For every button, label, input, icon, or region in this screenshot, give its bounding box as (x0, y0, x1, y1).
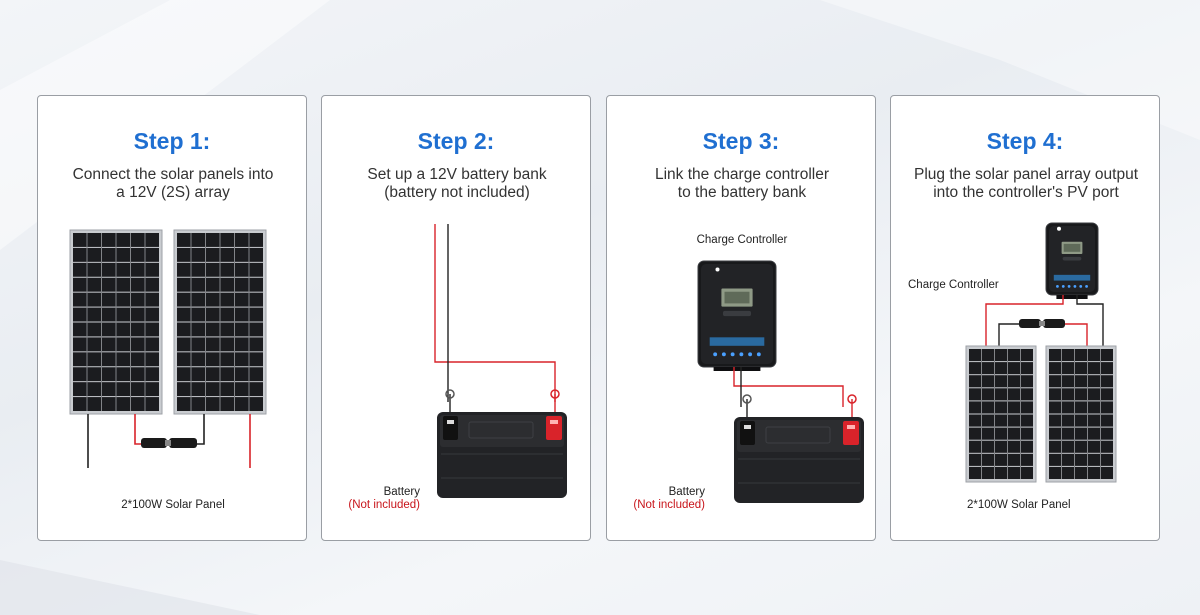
step-2-battery-label: Battery (383, 486, 420, 498)
mc4-connector-icon (1019, 319, 1065, 328)
solar-panel-right-icon (1045, 345, 1117, 483)
step-1-panel-label: 2*100W Solar Panel (121, 499, 225, 511)
step-4-controller-label: Charge Controller (908, 279, 999, 291)
step-2-illustration (434, 224, 567, 498)
step-1-illustration (69, 229, 267, 468)
step-4-illustration (965, 222, 1117, 483)
solar-panel-left-icon (965, 345, 1037, 483)
step-4-description: Plug the solar panel array output into t… (913, 166, 1139, 201)
step-2-card: Step 2: Set up a 12V battery bank (batte… (321, 95, 591, 541)
solar-panel-left-icon (69, 229, 163, 415)
step-3-illustration (697, 260, 864, 503)
controller-battery-wiring (733, 367, 844, 407)
battery-icon (734, 394, 864, 503)
battery-wiring (434, 224, 556, 402)
step-3-card: Step 3: Link the charge controller to th… (606, 95, 876, 541)
charge-controller-icon (1045, 222, 1099, 299)
solar-panel-right-icon (173, 229, 267, 415)
step-3-battery-label: Battery (668, 486, 705, 498)
step-3-title: Step 3: (702, 128, 780, 154)
charge-controller-icon (697, 260, 777, 371)
step-1-description: Connect the solar panels into a 12V (2S)… (72, 166, 274, 201)
step-3-controller-label: Charge Controller (696, 234, 788, 246)
step-1-title: Step 1: (133, 128, 211, 154)
step-2-description: Set up a 12V battery bank (battery not i… (367, 166, 547, 201)
step-2-title: Step 2: (417, 128, 495, 154)
step-4-panel-label: 2*100W Solar Panel (967, 499, 1071, 511)
step-4-title: Step 4: (986, 128, 1064, 154)
step-3-battery-note: (Not included) (633, 499, 705, 511)
step-2-battery-note: (Not included) (348, 499, 420, 511)
mc4-connector-icon (141, 438, 197, 448)
step-1-card: Step 1: Connect the solar panels into a … (37, 95, 307, 541)
battery-icon (437, 389, 567, 498)
step-3-description: Link the charge controller to the batter… (654, 166, 830, 201)
step-4-card: Step 4: Plug the solar panel array outpu… (890, 95, 1160, 541)
pv-wiring (985, 295, 1104, 347)
